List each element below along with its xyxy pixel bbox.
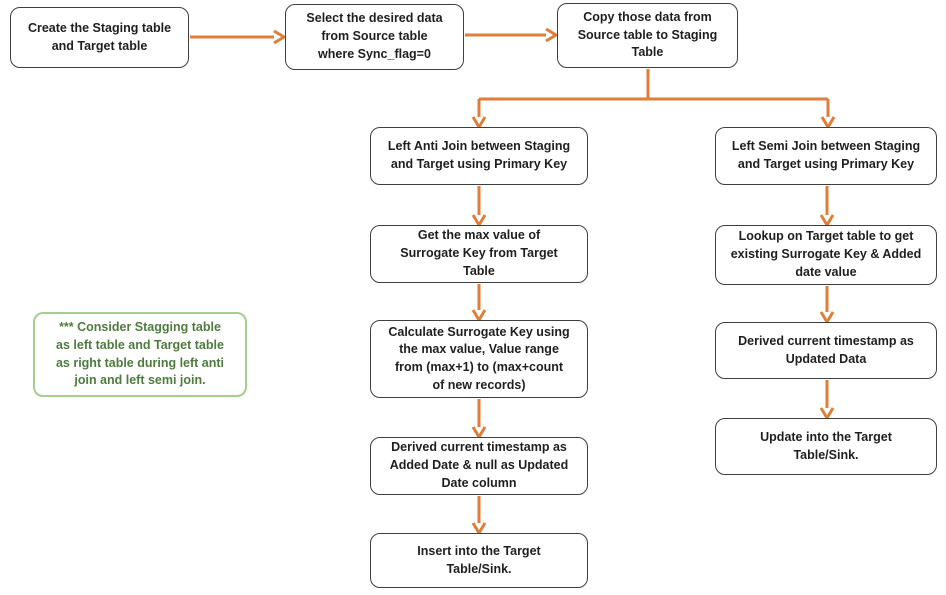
flow-step-create-tables: Create the Staging table and Target tabl… (10, 7, 189, 68)
flow-step-get-max-surrogate: Get the max value of Surrogate Key from … (370, 225, 588, 283)
flow-step-derived-added-date: Derived current timestamp as Added Date … (370, 437, 588, 495)
flow-step-left-anti-join: Left Anti Join between Staging and Targe… (370, 127, 588, 185)
note-staging-left-table: *** Consider Stagging table as left tabl… (33, 312, 247, 397)
flow-step-left-semi-join: Left Semi Join between Staging and Targe… (715, 127, 937, 185)
flow-step-lookup-target: Lookup on Target table to get existing S… (715, 225, 937, 285)
flow-step-insert-target: Insert into the Target Table/Sink. (370, 533, 588, 588)
flow-step-update-target: Update into the Target Table/Sink. (715, 418, 937, 475)
flow-step-copy-data: Copy those data from Source table to Sta… (557, 3, 738, 68)
flow-step-select-data: Select the desired data from Source tabl… (285, 4, 464, 70)
flow-step-derived-updated-data: Derived current timestamp as Updated Dat… (715, 322, 937, 379)
flow-step-calculate-surrogate: Calculate Surrogate Key using the max va… (370, 320, 588, 398)
